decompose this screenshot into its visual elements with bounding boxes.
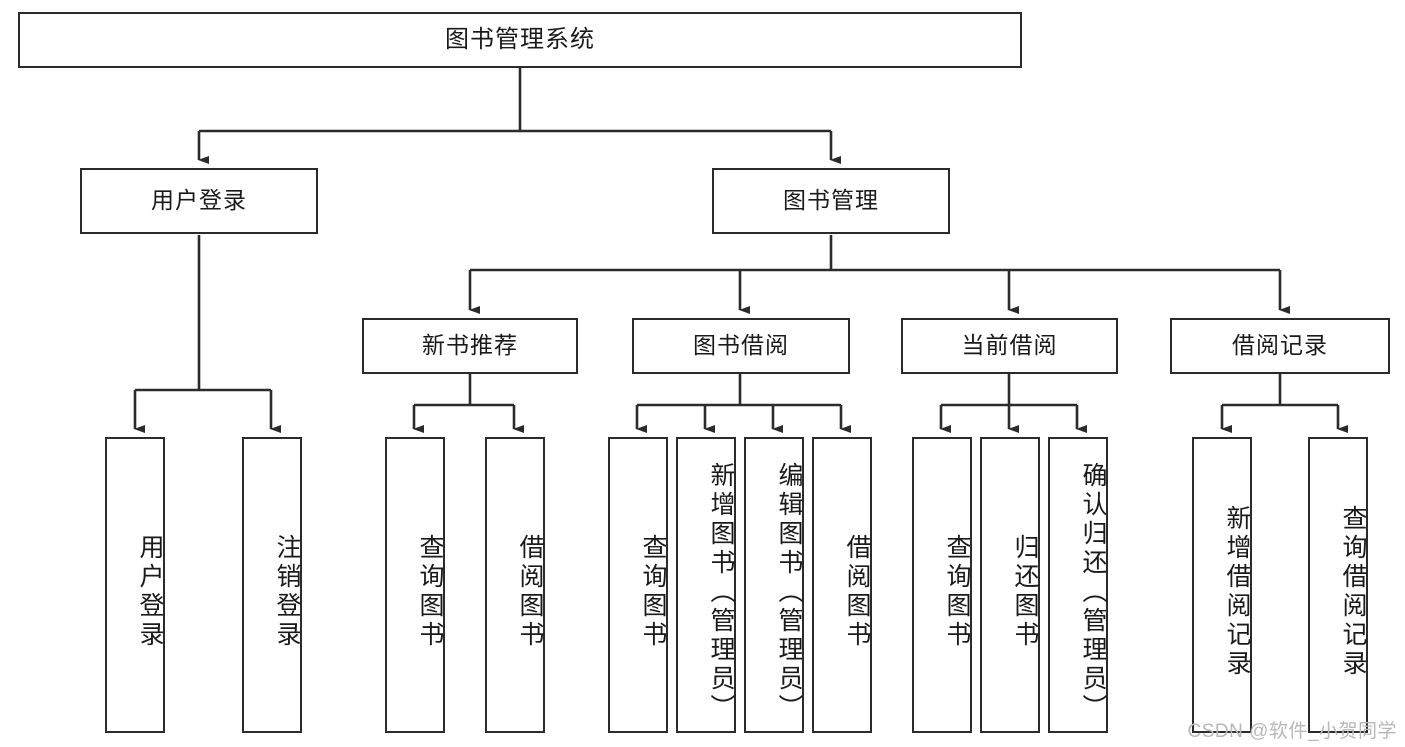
node-current-borrow[interactable]: 当前借阅 [901,318,1118,374]
leaf-logout-login[interactable]: 注销登录 [242,437,302,733]
node-label: 查询图书 [416,534,444,650]
leaf-borrow-book[interactable]: 借阅图书 [812,437,872,733]
leaf-add-book-admin[interactable]: 新增图书（管理员） [676,437,736,733]
node-label: 注销登录 [273,534,301,650]
leaf-query-book-current[interactable]: 查询图书 [912,437,972,733]
leaf-borrow-book-recommend[interactable]: 借阅图书 [485,437,545,733]
leaf-user-login[interactable]: 用户登录 [105,437,165,733]
leaf-edit-book-admin[interactable]: 编辑图书（管理员） [744,437,804,733]
node-book-management[interactable]: 图书管理 [712,168,950,234]
node-label: 借阅图书 [843,534,871,650]
leaf-query-borrow-record[interactable]: 查询借阅记录 [1308,437,1368,733]
node-label: 新书推荐 [422,332,518,359]
node-user-login[interactable]: 用户登录 [80,168,318,234]
node-label: 借阅记录 [1232,332,1328,359]
leaf-confirm-return-admin[interactable]: 确认归还（管理员） [1048,437,1108,733]
node-label: 图书管理 [783,187,879,214]
node-label: 新增图书（管理员） [707,461,735,723]
node-book-borrow[interactable]: 图书借阅 [632,318,850,374]
node-label: 查询图书 [639,534,667,650]
node-new-book-recommend[interactable]: 新书推荐 [362,318,578,374]
node-label: 图书管理系统 [445,25,595,53]
node-label: 用户登录 [151,187,247,214]
node-label: 确认归还（管理员） [1079,461,1107,723]
leaf-query-book-recommend[interactable]: 查询图书 [385,437,445,733]
leaf-query-book-borrow[interactable]: 查询图书 [608,437,668,733]
node-label: 归还图书 [1011,534,1039,650]
leaf-return-book[interactable]: 归还图书 [980,437,1040,733]
node-label: 编辑图书（管理员） [775,461,803,723]
leaf-add-borrow-record[interactable]: 新增借阅记录 [1192,437,1252,733]
node-label: 查询图书 [943,534,971,650]
node-root-book-management-system[interactable]: 图书管理系统 [18,12,1022,68]
node-label: 新增借阅记录 [1223,505,1251,679]
node-label: 当前借阅 [961,332,1058,359]
node-label: 查询借阅记录 [1339,505,1367,679]
node-borrow-record[interactable]: 借阅记录 [1170,318,1390,374]
node-label: 用户登录 [136,534,164,650]
node-label: 借阅图书 [516,534,544,650]
csdn-watermark: CSDN @软件_小贺同学 [1187,721,1397,742]
node-label: 图书借阅 [693,332,789,359]
